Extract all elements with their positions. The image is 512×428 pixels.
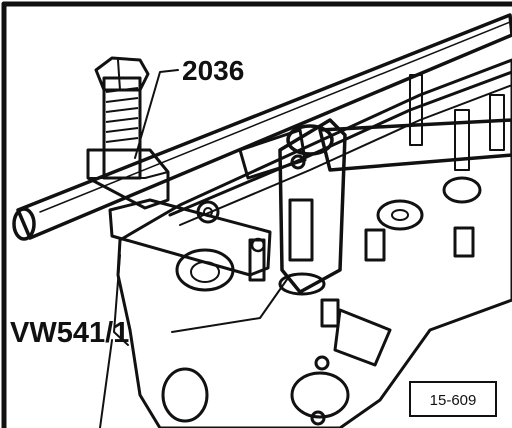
callout-2036: 2036: [182, 55, 244, 86]
figure-number-box: 15-609: [409, 381, 497, 417]
support-bar-drawing: [12, 13, 512, 241]
tool-2036-drawing: [86, 56, 170, 210]
callout-vw541-1: VW541/1: [10, 317, 129, 349]
valve-studs: [248, 74, 505, 328]
cylinder-head-drawing: [116, 58, 512, 428]
tool-vw541-1-drawing: [238, 118, 512, 296]
lever-arm-drawing: [108, 198, 272, 277]
callout-leaders: [99, 69, 289, 428]
figure-number: 15-609: [430, 392, 477, 409]
combustion-chambers: [161, 248, 392, 426]
